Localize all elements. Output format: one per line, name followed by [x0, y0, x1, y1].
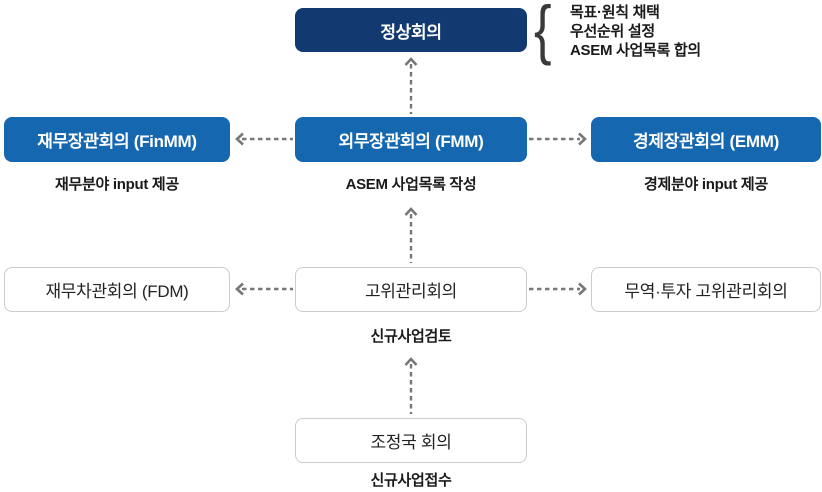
summit-notes: 목표·원칙 채택 우선순위 설정 ASEM 사업목록 합의 — [570, 3, 701, 60]
box-fdm: 재무차관회의 (FDM) — [4, 267, 230, 312]
box-emm: 경제장관회의 (EMM) — [591, 117, 821, 162]
caption-new-project-intake: 신규사업접수 — [370, 472, 452, 489]
box-somti-label: 무역·투자 고위관리회의 — [624, 282, 788, 301]
box-finmm: 재무장관회의 (FinMM) — [4, 117, 230, 162]
box-somti: 무역·투자 고위관리회의 — [591, 267, 821, 312]
box-coordinators: 조정국 회의 — [295, 418, 527, 463]
box-finmm-label: 재무장관회의 (FinMM) — [37, 132, 197, 151]
caption-asem-list: ASEM 사업목록 작성 — [345, 176, 477, 193]
caption-finance-input: 재무분야 input 제공 — [55, 176, 179, 193]
arrow-right-icon — [529, 282, 587, 296]
summit-note-line: 우선순위 설정 — [570, 23, 655, 40]
brace-glyph: { — [534, 0, 552, 66]
summit-note-line: 목표·원칙 채택 — [570, 4, 660, 21]
arrow-left-icon — [235, 132, 293, 146]
caption-economic-input: 경제분야 input 제공 — [644, 176, 768, 193]
box-fmm-label: 외무장관회의 (FMM) — [338, 132, 484, 151]
box-emm-label: 경제장관회의 (EMM) — [633, 132, 779, 151]
arrow-right-icon — [529, 132, 587, 146]
box-fdm-label: 재무차관회의 (FDM) — [45, 282, 189, 301]
box-som-label: 고위관리회의 — [364, 282, 458, 301]
box-fmm: 외무장관회의 (FMM) — [295, 117, 527, 162]
box-summit: 정상회의 — [295, 8, 527, 52]
box-summit-label: 정상회의 — [380, 22, 442, 42]
arrow-up-icon — [404, 207, 418, 263]
arrow-left-icon — [235, 282, 293, 296]
caption-new-project-review: 신규사업검토 — [370, 328, 452, 345]
box-coordinators-label: 조정국 회의 — [370, 433, 452, 452]
box-som: 고위관리회의 — [295, 267, 527, 312]
summit-note-line: ASEM 사업목록 합의 — [570, 42, 701, 59]
arrow-up-icon — [404, 57, 418, 114]
arrow-up-icon — [404, 357, 418, 414]
